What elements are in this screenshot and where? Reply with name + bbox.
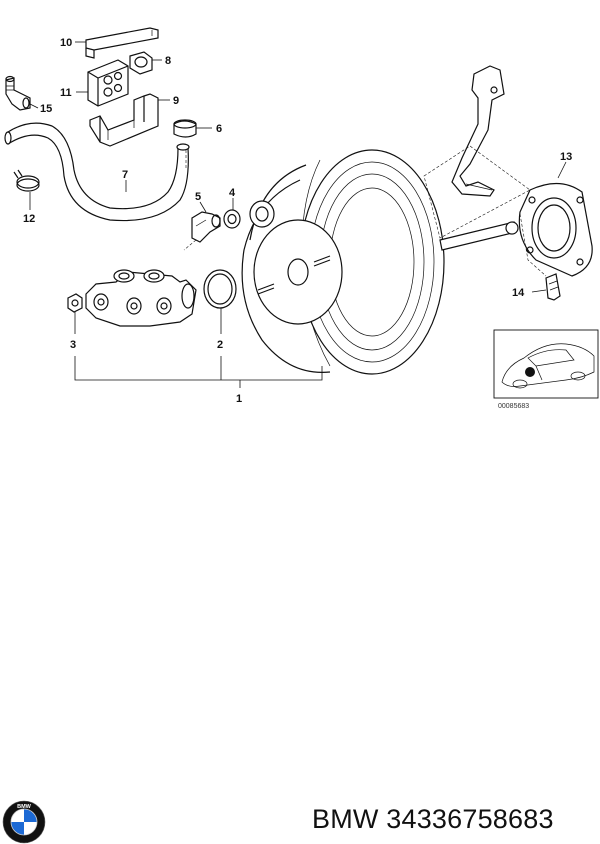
part-number-caption: BMW 34336758683 (312, 804, 554, 834)
label-3: 3 (70, 339, 76, 351)
part-7-vacuum-hose (4, 122, 190, 222)
part-14-retaining-clip (545, 273, 561, 301)
figure-code: 00085683 (498, 403, 529, 410)
bmw-logo-text: BMW (17, 804, 32, 810)
part-6-hose-clamp (173, 119, 197, 138)
label-2: 2 (217, 339, 223, 351)
part-2-o-ring (203, 269, 237, 309)
master-cylinder (85, 269, 197, 327)
label-5: 5 (195, 191, 201, 203)
label-8: 8 (165, 55, 171, 67)
part-10-cover (85, 27, 159, 59)
leader-13 (557, 161, 567, 179)
leader-5 (199, 201, 207, 213)
part-11-plate (87, 59, 129, 107)
label-1: 1 (236, 393, 242, 405)
clip-guide (519, 213, 547, 277)
leader-1 (74, 356, 323, 388)
vehicle-locator-inset (493, 329, 599, 399)
label-7: 7 (122, 169, 128, 181)
label-6: 6 (216, 123, 222, 135)
leader-15 (29, 103, 39, 109)
part-3-nut (67, 293, 83, 313)
part-9-bracket (89, 93, 159, 147)
assembly-guide (183, 150, 197, 251)
part-5-vacuum-elbow (191, 211, 221, 243)
label-9: 9 (173, 95, 179, 107)
pedal-linkage-box (423, 145, 531, 239)
parts-diagram: 10 11 8 9 15 7 (4, 27, 599, 410)
brake-pedal (451, 65, 505, 197)
part-8-grommet (129, 51, 153, 75)
part-1-brake-servo (241, 149, 519, 375)
label-11: 11 (60, 87, 72, 99)
part-15-check-valve (5, 75, 31, 111)
label-13: 13 (560, 151, 572, 163)
part-4-seal-ring (223, 209, 241, 229)
part-12-hose-clamp (13, 169, 40, 192)
label-4: 4 (229, 187, 236, 199)
label-14: 14 (512, 287, 525, 299)
label-15: 15 (40, 103, 52, 115)
brand-bar: BMW BMW 34336758683 (0, 396, 600, 844)
leader-14 (531, 289, 547, 293)
part-13-gasket (518, 182, 593, 277)
label-12: 12 (23, 213, 35, 225)
bmw-roundel-icon: BMW (2, 800, 46, 844)
label-10: 10 (60, 37, 72, 49)
